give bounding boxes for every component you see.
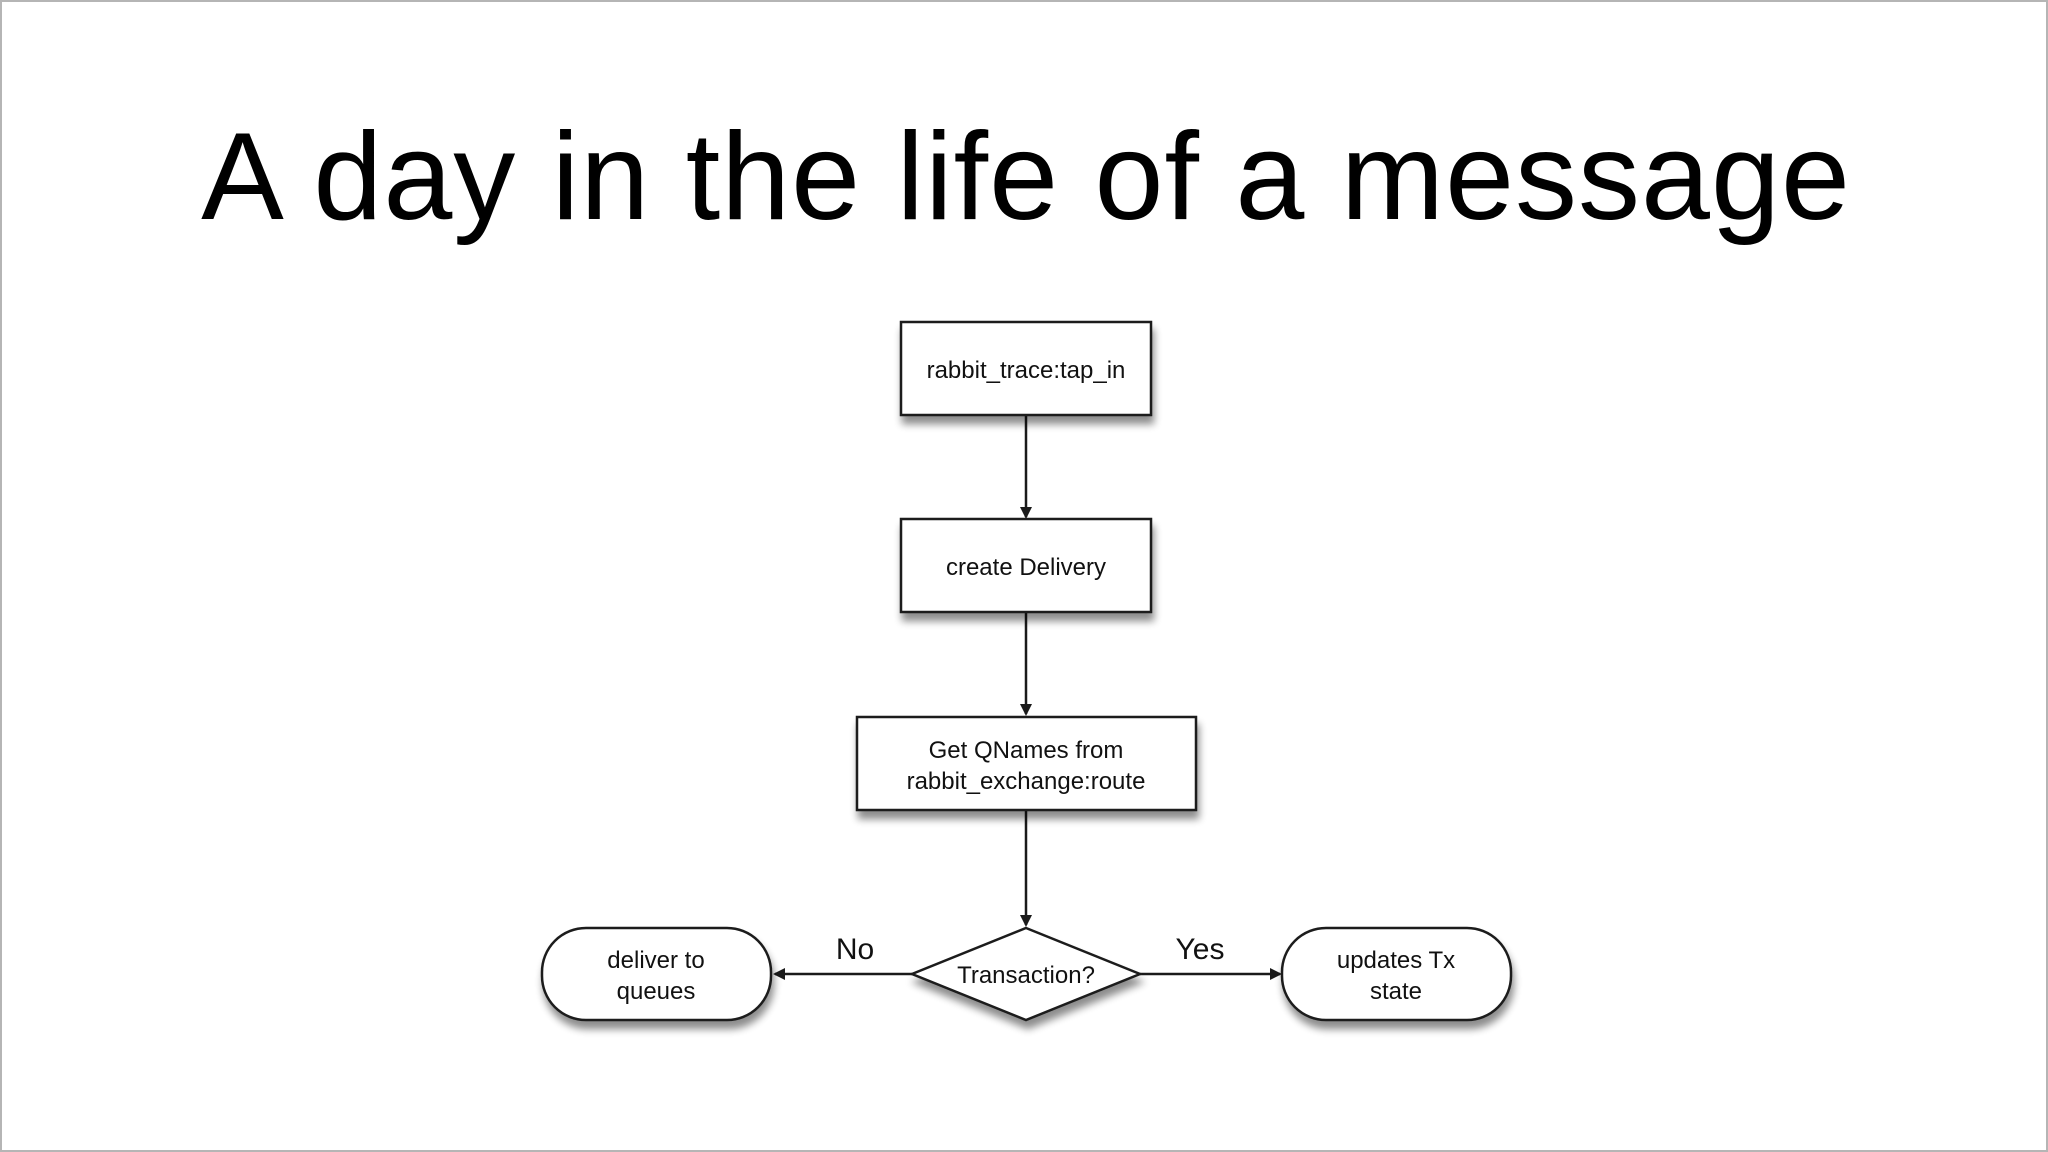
terminal-deliver-to-queues: deliver to queues xyxy=(540,926,773,1022)
node-tap-in-label: rabbit_trace:tap_in xyxy=(927,357,1126,384)
decision-transaction: Transaction? xyxy=(908,926,1144,1022)
slide-title: A day in the life of a message xyxy=(201,108,1851,246)
node-tap-in: rabbit_trace:tap_in xyxy=(899,320,1153,417)
terminal-deliver-label-line1: deliver to xyxy=(607,947,704,974)
terminal-updates-label-line2: state xyxy=(1370,978,1422,1005)
edge-label-no: No xyxy=(836,933,874,966)
terminal-deliver-label-line2: queues xyxy=(617,978,696,1005)
node-get-qnames: Get QNames from rabbit_exchange:route xyxy=(855,715,1198,812)
terminal-updates-label-line1: updates Tx xyxy=(1337,947,1455,974)
decision-transaction-label: Transaction? xyxy=(957,962,1095,989)
edge-label-yes: Yes xyxy=(1176,933,1225,966)
node-get-qnames-label-line2: rabbit_exchange:route xyxy=(907,768,1146,795)
node-create-delivery-label: create Delivery xyxy=(946,554,1106,581)
node-get-qnames-label-line1: Get QNames from xyxy=(929,737,1124,764)
node-create-delivery: create Delivery xyxy=(899,517,1153,614)
terminal-updates-tx-state: updates Tx state xyxy=(1280,926,1513,1022)
